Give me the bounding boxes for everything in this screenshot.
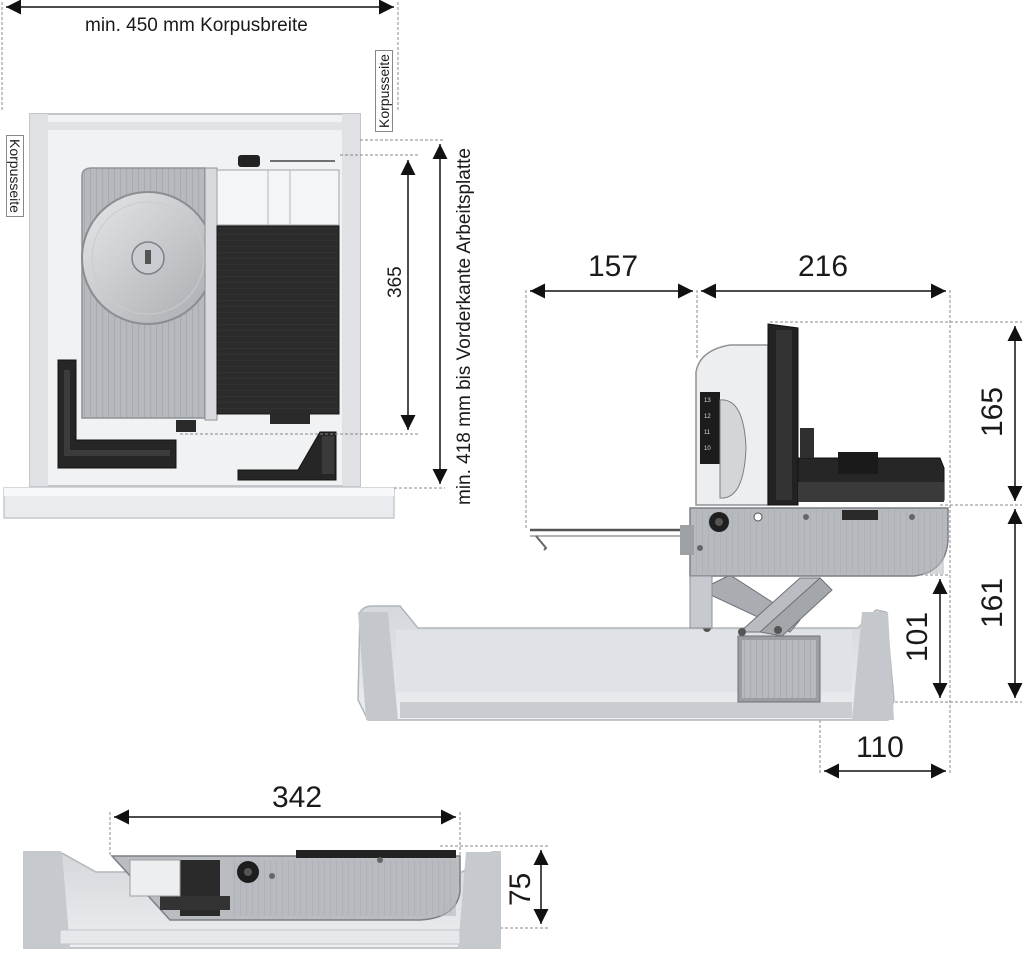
- scale-mark: 13: [704, 398, 711, 404]
- dim-342-label: 342: [272, 781, 323, 814]
- slicer-side-view: 13 12 11 10: [357, 283, 1023, 779]
- right-side-label: Korpusseite: [375, 50, 393, 132]
- drawer-top-view: [1, 0, 448, 519]
- dim-75-label: 75: [504, 872, 537, 906]
- dim-101-label: 101: [901, 611, 934, 662]
- scale-mark: 12: [704, 414, 711, 420]
- thickness-scale: 13 12 11 10: [704, 398, 711, 452]
- cabinet-width-label: min. 450 mm Korpusbreite: [85, 15, 308, 36]
- scale-mark: 10: [704, 446, 711, 452]
- dim-216-label: 216: [798, 250, 849, 283]
- dim-110-label: 110: [856, 731, 904, 764]
- dim-365-label: 365: [385, 266, 406, 298]
- front-distance-label: min. 418 mm bis Vorderkante Arbeitsplatt…: [454, 148, 475, 505]
- scale-mark: 11: [704, 430, 711, 436]
- dim-165-label: 165: [976, 386, 1009, 437]
- folded-side-view: [23, 809, 549, 949]
- dim-157-label: 157: [588, 250, 639, 283]
- left-side-label: Korpusseite: [6, 135, 24, 217]
- dim-161-label: 161: [976, 577, 1009, 628]
